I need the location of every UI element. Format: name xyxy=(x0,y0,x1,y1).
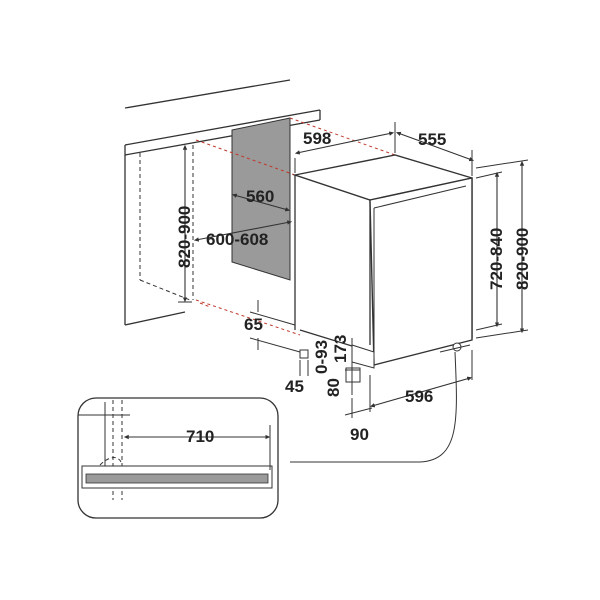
dim-560-group: 560 xyxy=(231,187,291,212)
dim-0-93-group: 0-93 xyxy=(312,340,331,374)
dim-173-group: 173 xyxy=(331,335,360,395)
dim-45: 45 xyxy=(285,377,304,396)
dim-598-group: 598 xyxy=(294,122,396,173)
inset-detail: 710 xyxy=(77,397,279,519)
dim-80-group: 80 xyxy=(324,378,343,397)
worktop xyxy=(124,79,321,156)
dim-820-900-right: 820-900 xyxy=(513,228,532,290)
dim-560: 560 xyxy=(246,187,274,206)
dim-80: 80 xyxy=(324,378,343,397)
left-cabinet xyxy=(124,145,194,326)
dishwasher-body xyxy=(292,154,473,383)
dim-173: 173 xyxy=(331,335,350,363)
dim-710: 710 xyxy=(186,427,214,446)
dim-90-group: 90 xyxy=(344,398,373,444)
dim-820-900-left-group: 820-900 xyxy=(175,144,194,303)
dim-45-group: 45 xyxy=(285,360,309,396)
dim-820-900-left: 820-900 xyxy=(175,206,194,268)
dim-596-group: 596 xyxy=(369,350,473,412)
dim-600-608-group: 600-608 xyxy=(193,220,293,249)
dim-720-840: 720-840 xyxy=(487,228,506,290)
dim-555: 555 xyxy=(418,130,446,149)
dim-600-608: 600-608 xyxy=(206,230,268,249)
dim-596: 596 xyxy=(405,387,433,406)
dim-555-group: 555 xyxy=(395,130,475,176)
dim-820-900-right-group: 820-900 xyxy=(475,159,532,339)
dim-65-group: 65 xyxy=(244,300,301,353)
dim-598: 598 xyxy=(303,129,331,148)
callout-connector xyxy=(290,351,457,463)
dim-65: 65 xyxy=(244,315,263,334)
dim-0-93: 0-93 xyxy=(312,340,331,374)
dim-90: 90 xyxy=(350,425,369,444)
dim-720-840-group: 720-840 xyxy=(475,171,506,331)
